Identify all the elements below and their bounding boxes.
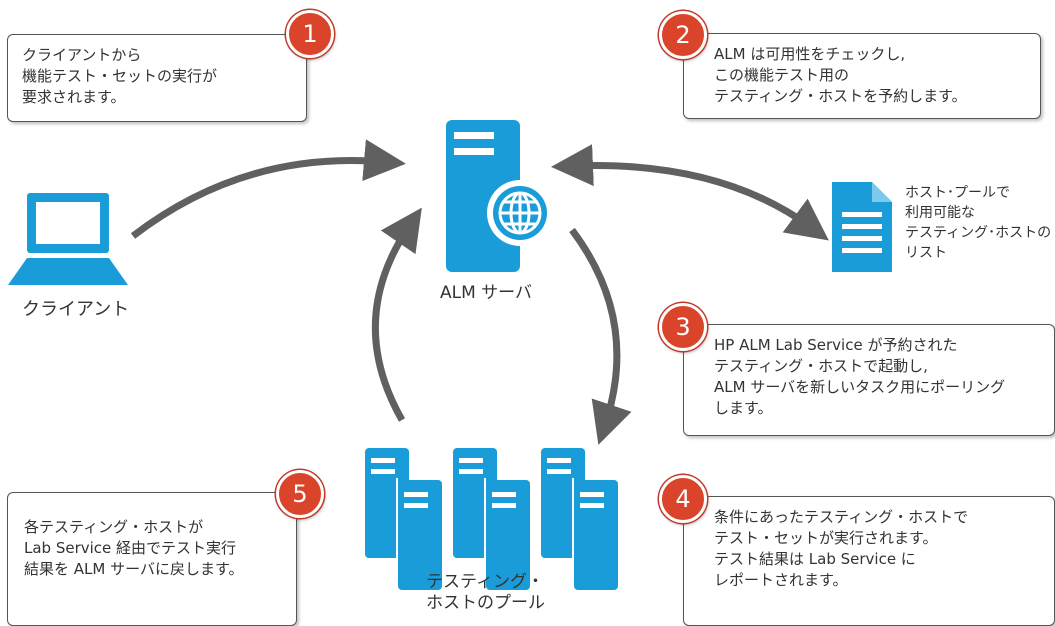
arrow-server-document bbox=[551, 144, 829, 241]
server-label: ALM サーバ bbox=[440, 283, 533, 303]
server-pool-icon bbox=[365, 448, 618, 590]
document-label: ホスト･プールで 利用可能な テスティング･ホストの リスト bbox=[905, 185, 1052, 261]
callout-step-5: 各テスティング・ホストが Lab Service 経由でテスト実行 結果を AL… bbox=[7, 492, 297, 626]
callout-step-2: ALM は可用性をチェックし, この機能テスト用の テスティング・ホストを予約し… bbox=[683, 33, 1041, 119]
step-badge-4: 4 bbox=[659, 475, 707, 523]
server-icon bbox=[446, 120, 553, 272]
arrow-server-to-pool bbox=[569, 227, 632, 445]
document-icon bbox=[832, 182, 892, 272]
client-label: クライアント bbox=[22, 299, 130, 320]
step-badge-2: 2 bbox=[659, 11, 707, 59]
laptop-icon bbox=[8, 193, 128, 285]
pool-label: テスティング・ ホストのプール bbox=[426, 572, 545, 613]
callout-step-4: 条件にあったテスティング・ホストで テスト・セットが実行されます。 テスト結果は… bbox=[683, 496, 1055, 626]
step-badge-1: 1 bbox=[286, 10, 334, 58]
arrow-pool-to-server bbox=[371, 207, 422, 422]
callout-step-3: HP ALM Lab Service が予約された テスティング・ホストで起動し… bbox=[683, 324, 1055, 436]
step-badge-5: 5 bbox=[276, 470, 324, 518]
step-badge-3: 3 bbox=[659, 303, 707, 351]
arrow-client-to-server bbox=[130, 139, 406, 239]
globe-icon bbox=[498, 191, 542, 235]
callout-step-1: クライアントから 機能テスト・セットの実行が 要求されます。 bbox=[7, 34, 307, 122]
